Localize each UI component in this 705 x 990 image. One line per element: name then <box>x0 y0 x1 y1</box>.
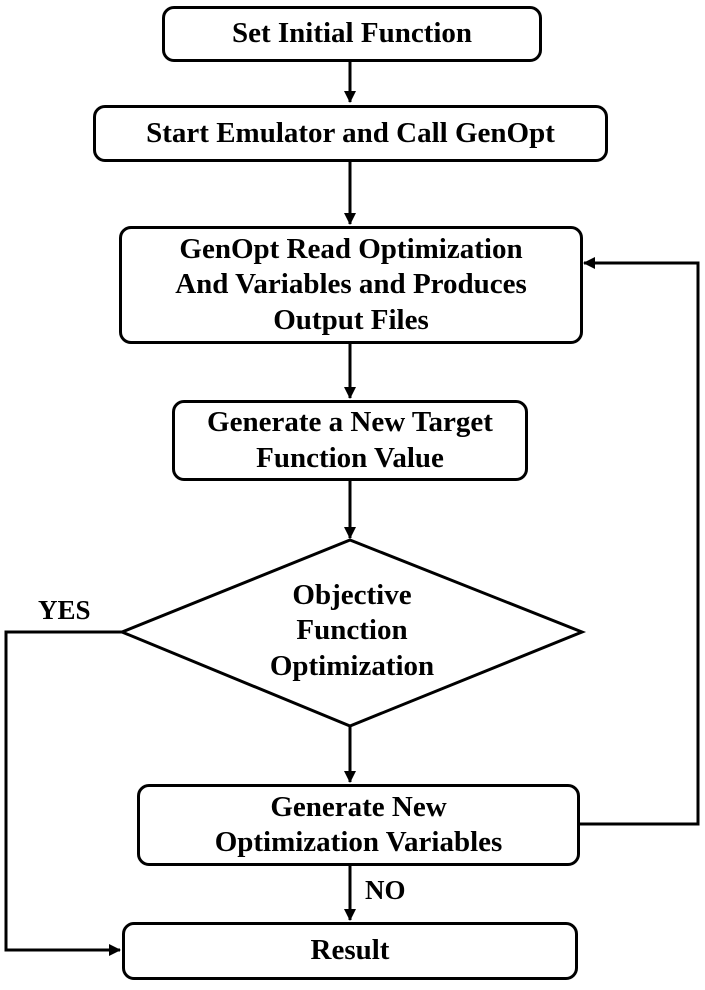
yes-label: YES <box>38 595 91 625</box>
arrow-loop-back-to-genopt <box>580 257 700 826</box>
genopt-read-line-1: GenOpt Read Optimization <box>179 232 523 265</box>
start-emulator-box: Start Emulator and Call GenOpt <box>93 105 608 162</box>
genopt-read-box: GenOpt Read Optimization And Variables a… <box>119 226 583 344</box>
generate-target-line-1: Generate a New Target <box>207 406 493 439</box>
generate-target-box: Generate a New Target Function Value <box>172 400 528 481</box>
generate-variables-box: Generate New Optimization Variables <box>137 784 580 866</box>
genopt-read-line-3: Output Files <box>273 303 429 336</box>
arrow-yes-to-result <box>4 630 122 956</box>
result-box: Result <box>122 922 578 980</box>
genopt-read-line-2: And Variables and Produces <box>175 268 527 301</box>
start-emulator-text: Start Emulator and Call GenOpt <box>146 116 555 149</box>
decision-label: Objective Function Optimization <box>232 578 472 684</box>
decision-line-3: Optimization <box>269 649 435 682</box>
result-text: Result <box>310 934 390 967</box>
no-label: NO <box>365 875 406 905</box>
set-initial-function-text: Set Initial Function <box>231 17 473 50</box>
generate-variables-line-1: Generate New <box>270 790 447 823</box>
set-initial-function-box: Set Initial Function <box>162 6 542 62</box>
generate-variables-line-2: Optimization Variables <box>214 826 503 858</box>
generate-target-line-2: Function Value <box>256 441 444 474</box>
decision-line-2: Function <box>296 614 408 647</box>
decision-line-1: Objective <box>292 579 412 611</box>
